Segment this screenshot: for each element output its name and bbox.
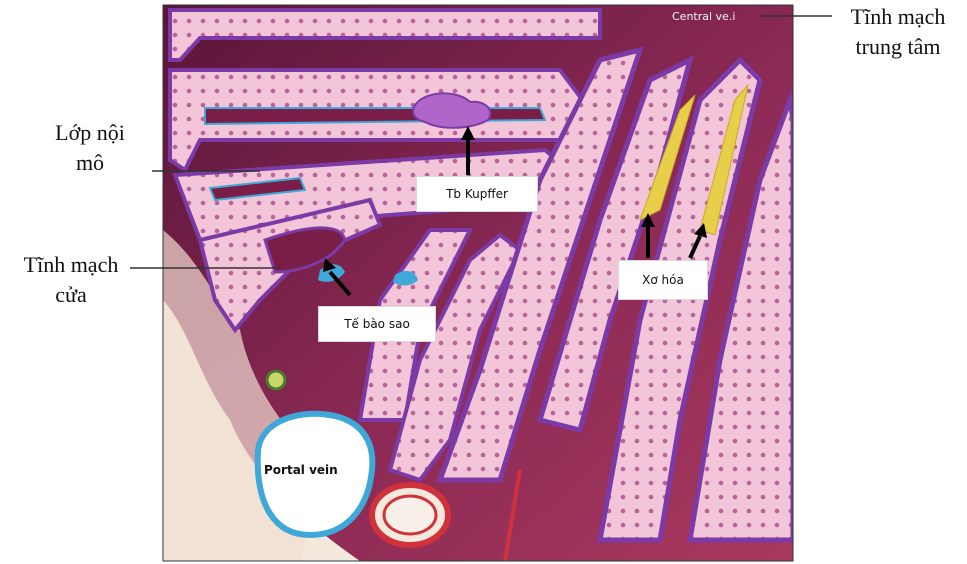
portal-vein-label: Tĩnh mạch cửa [16,250,126,310]
central-vein-image-label: Central ve.i [672,10,735,23]
stellate-cell-label: Tế bào sao [318,306,436,342]
bile-duct [267,371,285,389]
endothelium-label: Lớp nội mô [40,118,140,178]
portal-vein-image-label: Portal vein [264,463,338,477]
central-vein-label: Tĩnh mạch trung tâm [836,2,960,62]
fibrosis-label: Xơ hóa [618,260,708,300]
kupffer-cell-label: Tb Kupffer [416,176,538,212]
